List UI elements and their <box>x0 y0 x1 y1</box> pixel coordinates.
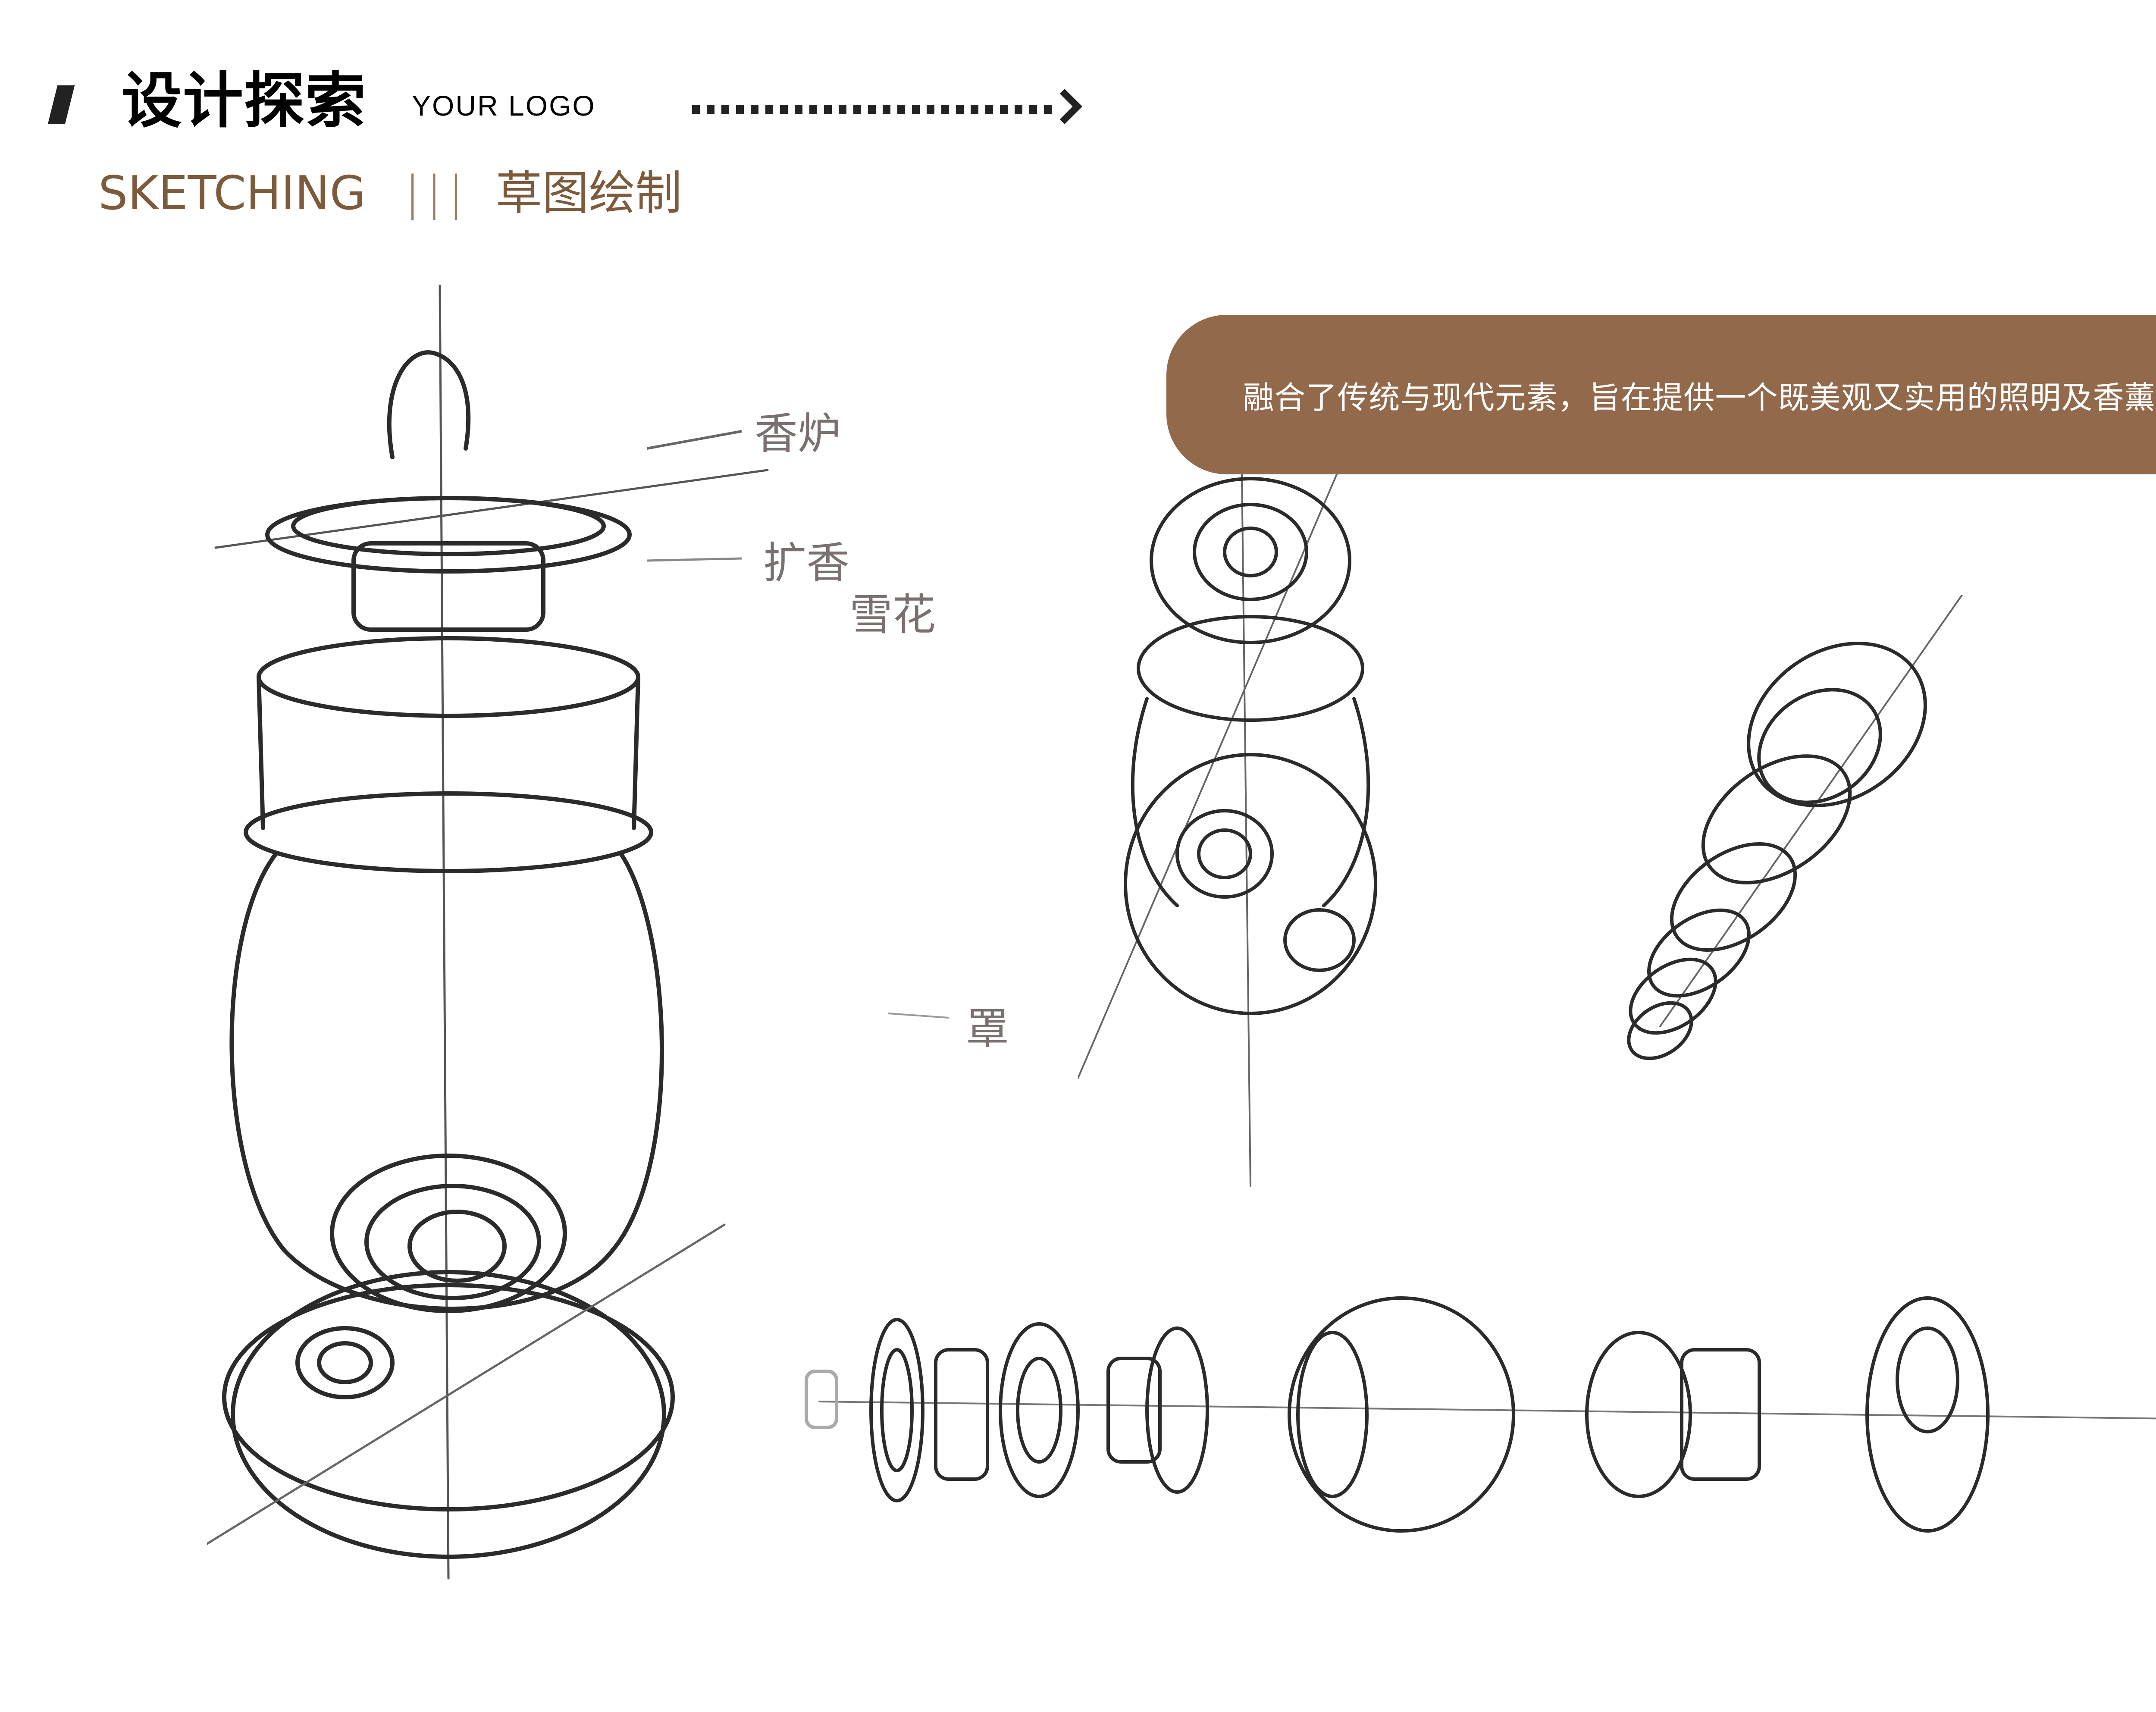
dotted-arrow-line <box>692 105 1059 114</box>
exploded-view-sketch <box>805 1296 2156 1533</box>
logo-text: YOUR LOGO <box>412 90 596 122</box>
subtitle-english: SKETCHING <box>98 166 366 220</box>
sketch-annotations: 香炉 扩香 雪花 罩 <box>647 408 1009 1054</box>
annotation-1: 香炉 <box>755 408 841 459</box>
main-lamp-sketch <box>207 285 769 1580</box>
arrow-right-icon <box>1047 88 1083 125</box>
annotation-2: 扩香 <box>763 538 849 588</box>
annotation-4: 罩 <box>966 1003 1009 1054</box>
section-subtitle: SKETCHING|||草图绘制 <box>98 170 682 217</box>
title-slash-icon <box>47 85 75 124</box>
description-banner: 融合了传统与现代元素，旨在提供一个既美观又实用的照明及香薰灯 <box>1166 315 2156 474</box>
side-view-sketch <box>1627 595 1963 1060</box>
description-text: 融合了传统与现代元素，旨在提供一个既美观又实用的照明及香薰灯 <box>1243 379 2156 416</box>
subtitle-separator: ||| <box>404 166 470 220</box>
annotation-3: 雪花 <box>849 589 936 640</box>
subtitle-chinese: 草图绘制 <box>495 166 682 220</box>
page-title: 设计探索 <box>122 66 367 136</box>
top-view-sketch <box>1078 474 1377 1187</box>
